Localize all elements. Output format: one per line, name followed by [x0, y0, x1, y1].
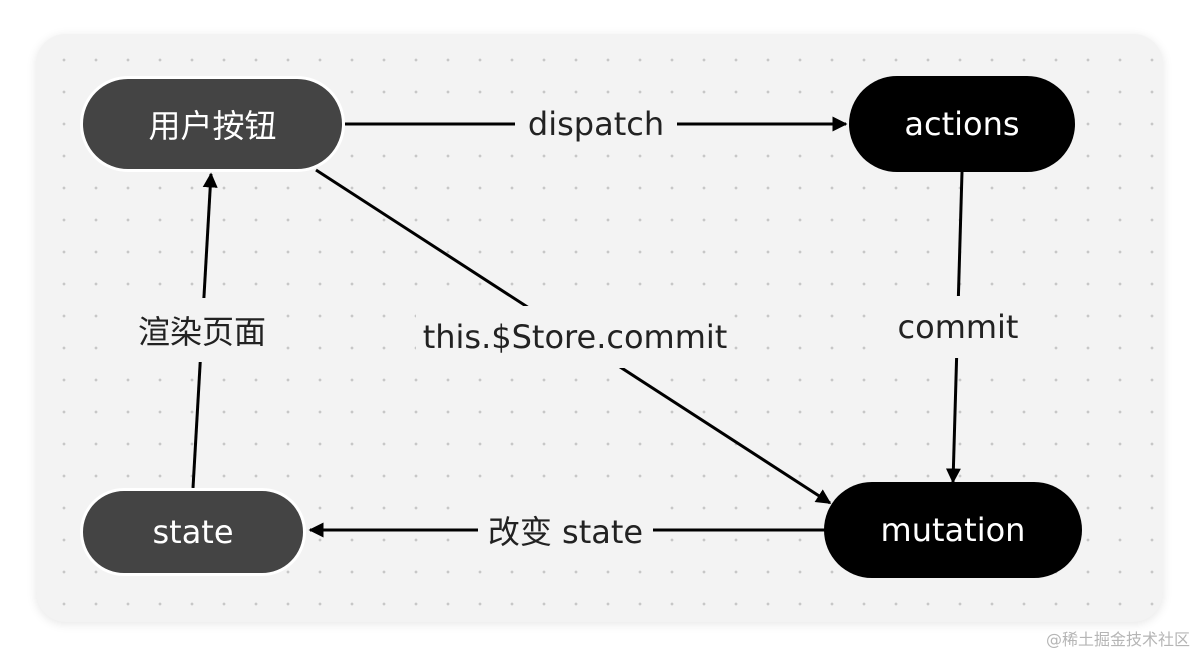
node-actions: actions — [849, 76, 1075, 172]
node-user-button-label: 用户按钮 — [148, 107, 277, 145]
node-mutation-label: mutation — [880, 511, 1026, 549]
edge-label-store-commit: this.$Store.commit — [416, 306, 734, 368]
node-user-button: 用户按钮 — [80, 76, 345, 172]
node-mutation: mutation — [824, 482, 1082, 578]
watermark: @稀土掘金技术社区 — [1045, 630, 1190, 649]
node-actions-label: actions — [904, 105, 1020, 143]
edge-label-dispatch: dispatch — [515, 100, 677, 148]
node-state: state — [80, 488, 306, 576]
edge-label-change-state: 改变 state — [478, 506, 653, 554]
edge-label-render-page: 渲染页面 — [126, 298, 278, 362]
node-state-label: state — [152, 513, 234, 551]
edge-label-commit: commit — [888, 296, 1028, 358]
